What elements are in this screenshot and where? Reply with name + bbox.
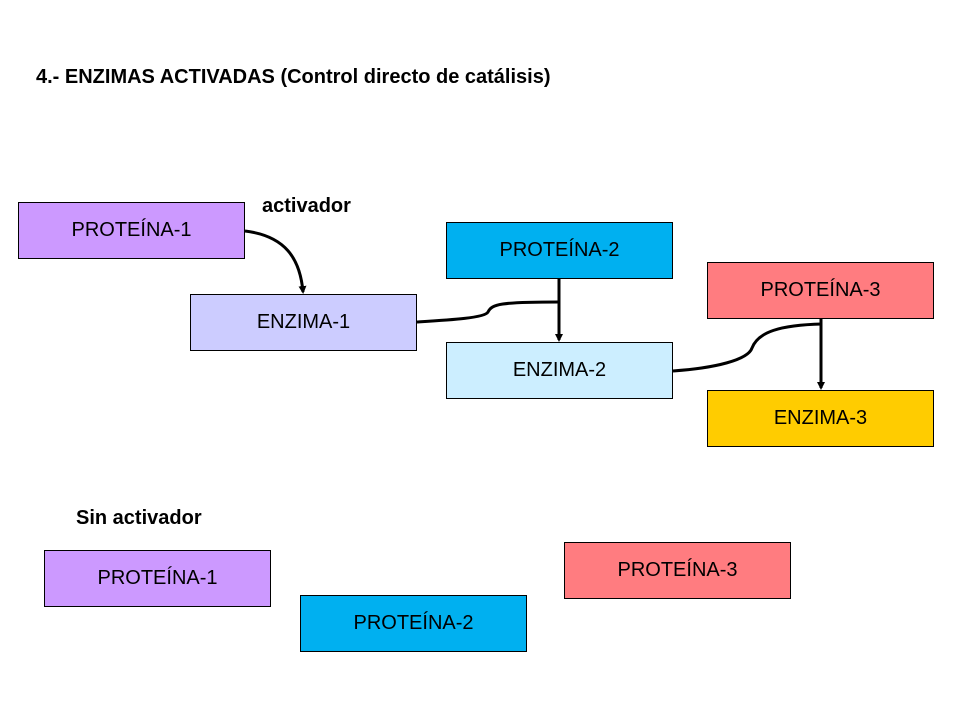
proteina-1-box: PROTEÍNA-1 [18,202,245,259]
proteina-3-box: PROTEÍNA-3 [707,262,934,319]
arrow-proteina-1-to-enzima-1 [244,229,307,294]
proteina-2-box: PROTEÍNA-2 [446,222,673,279]
no-activator-proteina-3-box: PROTEÍNA-3 [564,542,791,599]
no-activator-proteina-2-box: PROTEÍNA-2 [300,595,527,652]
enzima-1-box: ENZIMA-1 [190,294,417,351]
arrow-enzima-1-to-proteina-2 [416,300,560,324]
enzima-2-box: ENZIMA-2 [446,342,673,399]
no-activator-proteina-1-box: PROTEÍNA-1 [44,550,271,607]
arrow-enzima-2-to-proteina-3 [672,322,823,373]
enzima-3-box: ENZIMA-3 [707,390,934,447]
slide-title: 4.- ENZIMAS ACTIVADAS (Control directo d… [36,66,551,88]
activator-label: activador [262,195,351,217]
no-activator-label: Sin activador [76,507,202,529]
